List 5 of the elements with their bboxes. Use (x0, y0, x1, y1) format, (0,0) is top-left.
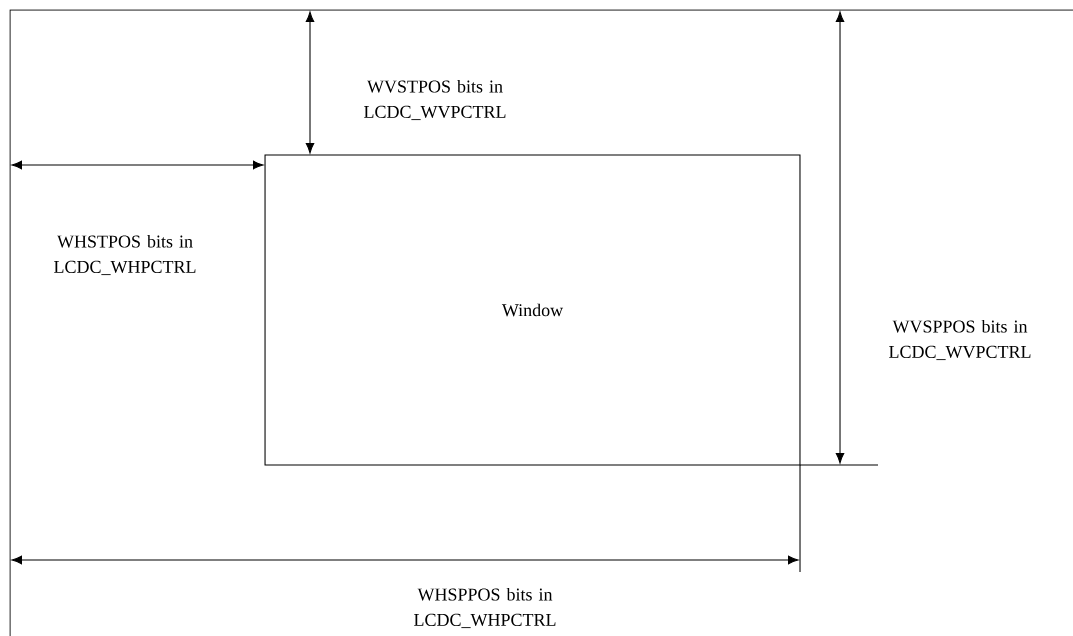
window-box: Window (264, 154, 801, 466)
dimension-label: WHSTPOS bits in LCDC_WHPCTRL (54, 234, 196, 276)
dimension-label: WVSPPOS bits in LCDC_WVPCTRL (889, 319, 1031, 361)
dimension-label: WHSPPOS bits in LCDC_WHPCTRL (414, 587, 556, 629)
dimension-label: WVSTPOS bits in LCDC_WVPCTRL (364, 79, 506, 121)
